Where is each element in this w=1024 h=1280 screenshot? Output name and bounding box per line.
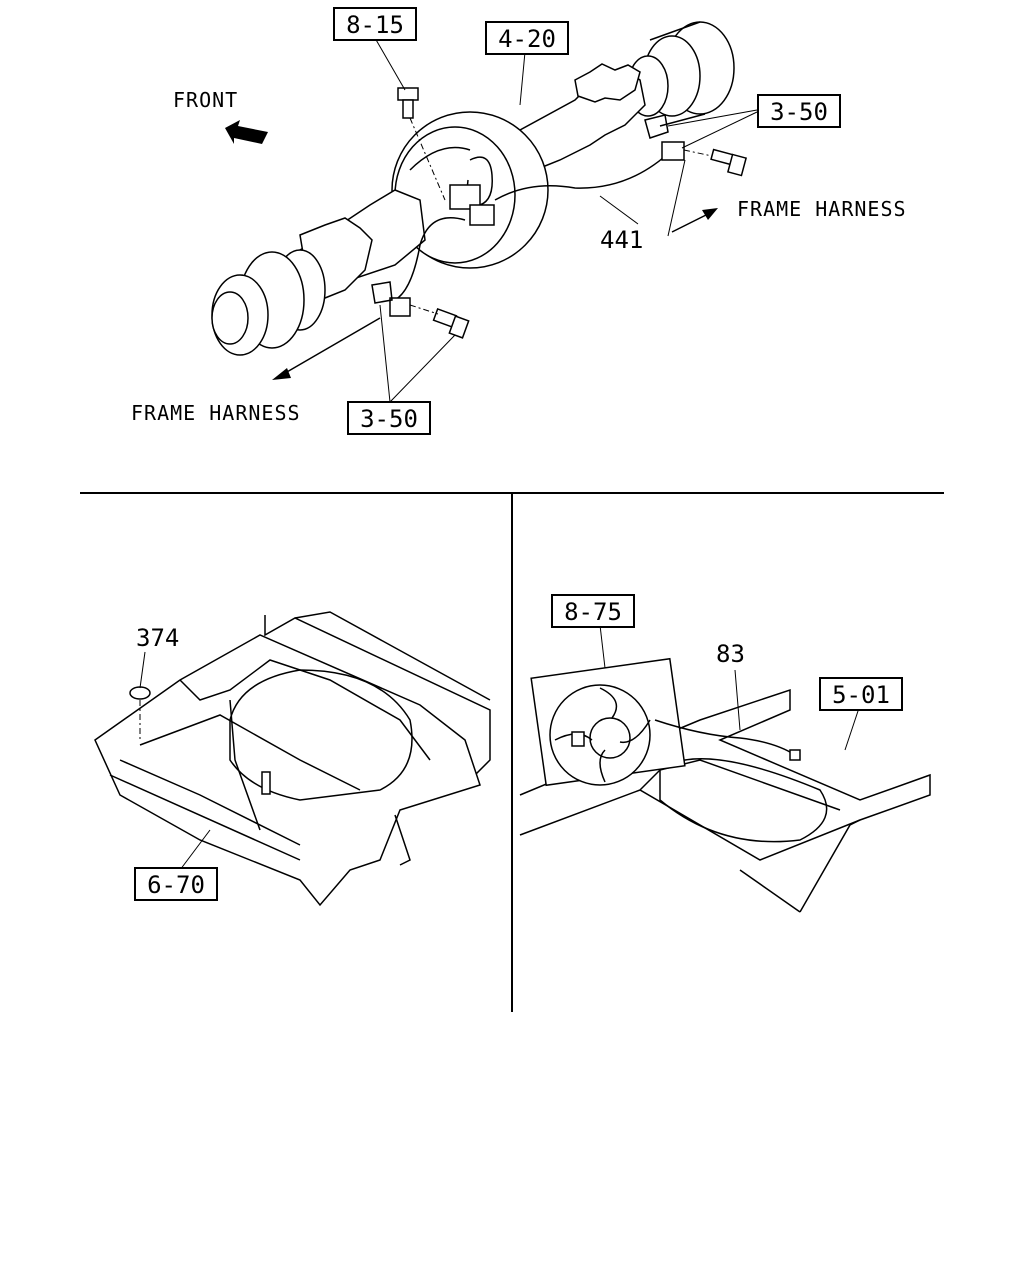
frame-harness-arrow-right-icon (671, 208, 718, 233)
bolt-left-3-50 (409, 304, 470, 339)
right-wheel-hub (627, 21, 735, 127)
front-label: FRONT (173, 88, 238, 112)
callout-box-5-01 (819, 677, 903, 711)
frame-harness-label-left: FRAME HARNESS (131, 401, 301, 425)
callout-83: 83 (716, 640, 745, 668)
bolt-right-3-50 (683, 148, 748, 177)
callout-374: 374 (136, 624, 179, 652)
harness-wire-83 (654, 719, 796, 756)
bolt-8-15 (397, 87, 446, 201)
callout-box-3-50-right (757, 94, 841, 128)
abs-sensor-assembly (449, 156, 495, 226)
callout-6-70: 6-70 (147, 871, 205, 899)
right-spring-seat (574, 63, 641, 103)
callout-8-15: 8-15 (346, 11, 404, 39)
left-wheel-hub (211, 249, 326, 356)
callout-box-6-70 (134, 867, 218, 901)
callout-box-8-15 (333, 7, 417, 41)
callout-box-8-75 (551, 594, 635, 628)
fan-frame-diagram: 8-75 83 5-01 (519, 594, 931, 913)
right-connector (644, 114, 685, 161)
frame-harness-label-right: FRAME HARNESS (737, 197, 907, 221)
callout-4-20: 4-20 (498, 25, 556, 53)
callout-441: 441 (600, 226, 643, 254)
callout-box-4-20 (485, 21, 569, 55)
callout-3-50-left: 3-50 (360, 405, 418, 433)
callout-8-75: 8-75 (564, 598, 622, 626)
callout-box-3-50-left (347, 401, 431, 435)
callout-3-50-right: 3-50 (770, 98, 828, 126)
front-arrow-icon (225, 120, 268, 144)
plug-374 (129, 686, 151, 700)
cooling-fan (530, 657, 686, 787)
callout-5-01: 5-01 (832, 681, 890, 709)
frame-harness-arrow-left-icon (272, 317, 381, 380)
harness-wire-441 (394, 149, 673, 301)
rear-axle-diagram: 8-15 4-20 3-50 3-50 441 FRONT FRAME HARN… (131, 7, 907, 435)
left-connector (371, 281, 411, 317)
floor-panel-diagram: 374 6-70 (94, 611, 491, 907)
